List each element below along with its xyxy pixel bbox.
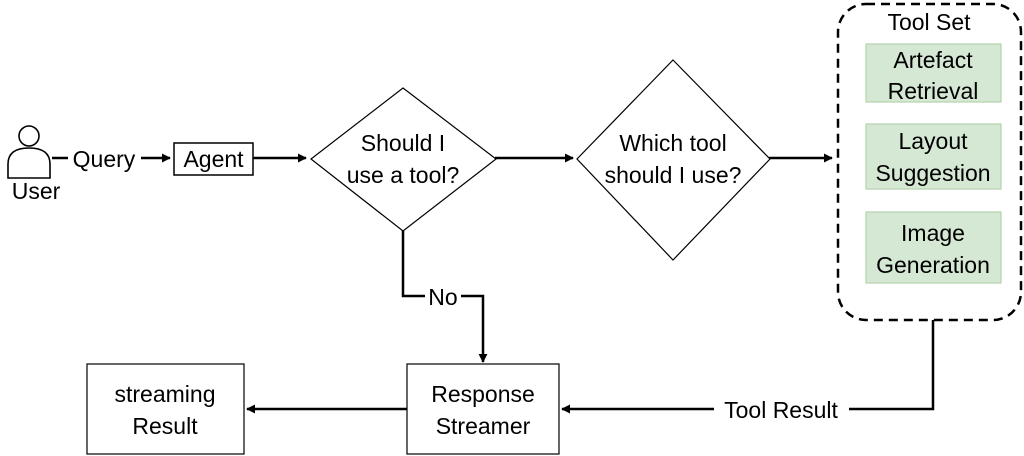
tool-artefact-retrieval: Artefact Retrieval (865, 43, 1002, 104)
user-actor: User (7, 125, 61, 204)
edge-toolset-result-a (849, 320, 935, 411)
edge-label-tool-result: Tool Result (724, 397, 838, 423)
tool-artefact-retrieval-line1: Artefact (893, 47, 973, 73)
connectors (52, 153, 935, 414)
edge-decision-no-b (461, 294, 488, 363)
streaming-result-line2: Result (132, 413, 198, 439)
decision-which-tool-line1: Which tool (619, 130, 726, 156)
tool-set-title: Tool Set (887, 9, 971, 35)
tool-image-generation-line1: Image (901, 220, 965, 246)
user-icon (7, 125, 51, 179)
response-streamer-node: Response Streamer (406, 363, 560, 455)
tool-image-generation: Image Generation (865, 211, 1002, 284)
decision-should-use-tool: Should I use a tool? (310, 87, 497, 232)
agent-label: Agent (183, 146, 244, 172)
agent-node: Agent (173, 142, 254, 176)
tool-artefact-retrieval-line2: Retrieval (888, 78, 979, 104)
edge-label-no: No (428, 284, 457, 310)
response-streamer-line2: Streamer (436, 413, 531, 439)
response-streamer-line1: Response (431, 381, 535, 407)
decision-should-use-tool-line2: use a tool? (347, 162, 460, 188)
tool-layout-suggestion-line2: Suggestion (875, 160, 990, 186)
decision-which-tool-line2: should I use? (605, 162, 742, 188)
tool-layout-suggestion: Layout Suggestion (865, 123, 1002, 190)
decision-should-use-tool-line1: Should I (361, 130, 445, 156)
decision-which-tool: Which tool should I use? (576, 59, 771, 261)
edge-decision-no-a (401, 230, 425, 298)
tool-image-generation-line2: Generation (876, 252, 990, 278)
streaming-result-node: streaming Result (86, 363, 245, 455)
tool-set-container: Tool Set Artefact Retrieval Layout Sugge… (836, 2, 1023, 322)
edge-label-query: Query (73, 146, 136, 172)
streaming-result-line1: streaming (115, 381, 216, 407)
tool-layout-suggestion-line1: Layout (898, 128, 968, 154)
user-label: User (12, 178, 61, 204)
